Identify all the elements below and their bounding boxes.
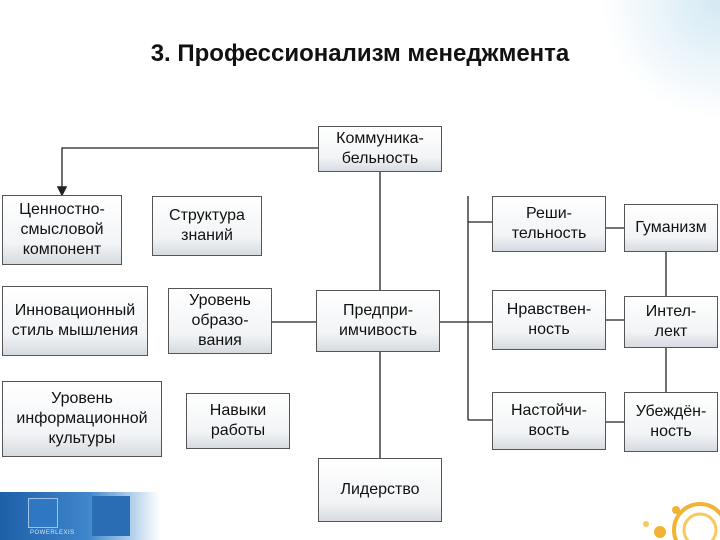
node-nastoichivost: Настойчи- вость [492,392,606,450]
corner-decoration-top [600,0,720,120]
node-tsennostno-smyslovoy: Ценностно- смысловой компонент [2,195,122,265]
node-kommunikabelnost: Коммуника- бельность [318,126,442,172]
footer-logo-text: POWERLEXIS [30,530,75,536]
node-uroven-obrazovaniya: Уровень образо- вания [168,288,272,354]
node-uroven-informatsionnoy: Уровень информационной культуры [2,381,162,457]
page-title: 3. Профессионализм менеджмента [150,40,570,67]
node-liderstvo: Лидерство [318,458,442,522]
footer-decoration: POWERLEXIS [0,492,160,540]
node-gumanizm: Гуманизм [624,204,718,252]
node-intellekt: Интел- лект [624,296,718,348]
node-nravstvennost: Нравствен- ность [492,290,606,350]
node-navyki-raboty: Навыки работы [186,393,290,449]
logo-square-icon [28,498,58,528]
node-innovatsionny-stil: Инновационный стиль мышления [2,286,148,356]
node-reshitelnost: Реши- тельность [492,196,606,252]
connector-top-to-value [56,147,318,197]
node-ubezhdennost: Убеждён- ность [624,392,718,452]
node-predpriimchivost: Предпри- имчивость [316,290,440,352]
logo-block-icon [92,496,130,536]
node-struktura-znaniy: Структура знаний [152,196,262,256]
swirl-decoration-icon [643,502,720,540]
